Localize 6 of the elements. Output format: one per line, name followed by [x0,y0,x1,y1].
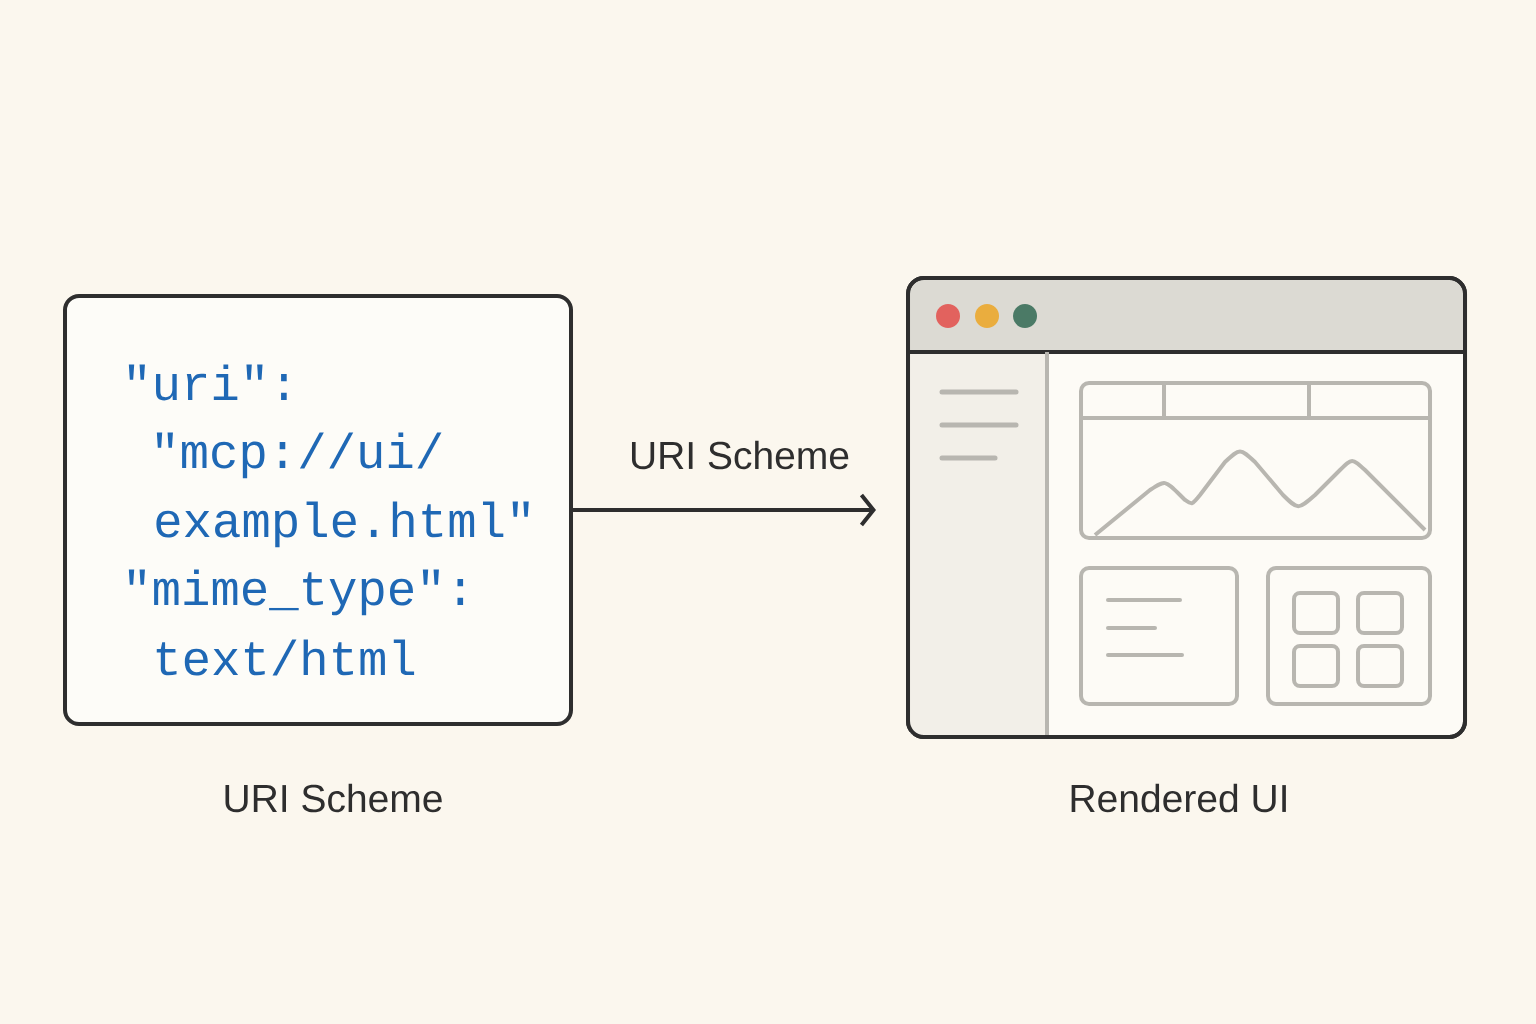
arrow [573,493,876,527]
node-label: URI Scheme [225,783,442,813]
node-label: Rendered UI [1071,783,1286,813]
code-box: "uri": "mcp://ui/ example.html" "mime_type": text/html [63,294,573,726]
edge-label: URI Scheme [626,438,853,472]
browser-window-drawing [906,276,1467,739]
